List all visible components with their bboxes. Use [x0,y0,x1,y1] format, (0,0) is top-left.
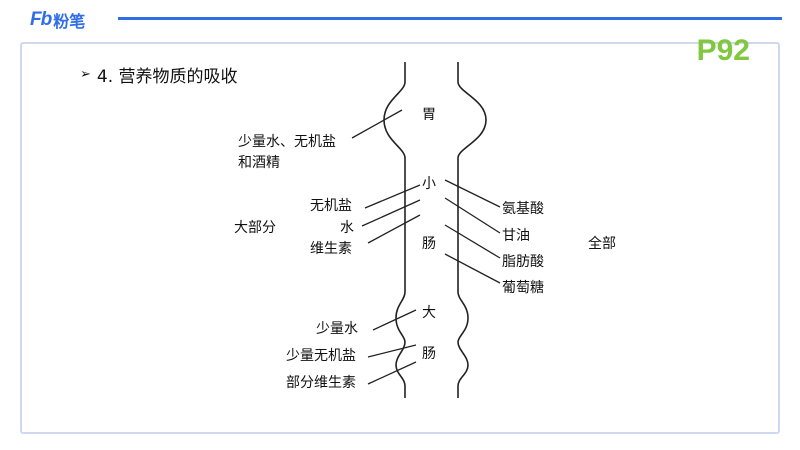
large-left-item: 少量水 [316,321,358,337]
tract-left-wall [383,62,406,398]
small-right-line-1 [444,179,501,208]
bullet-arrow-icon: ➢ [80,67,91,82]
tract-right-wall [457,62,487,398]
large-left-line-2 [367,344,417,358]
small-right-line-2 [444,197,501,234]
page-number: P92 [696,34,750,67]
stomach-pointer-line [351,109,403,139]
stomach-absorption: 少量水、无机盐 和酒精 [238,134,336,171]
organ-small-1: 小 [422,176,436,192]
organ-labels: 胃 小 肠 大 肠 [422,107,436,362]
content-frame [20,42,780,434]
small-right-item: 甘油 [502,228,530,244]
small-intestine-right: 氨基酸 甘油 脂肪酸 葡萄糖 全部 [502,200,616,296]
small-right-line-3 [444,224,501,259]
small-right-item: 氨基酸 [502,200,544,217]
small-left-line-2 [361,199,421,227]
section-heading: ➢ 4. 营养物质的吸收 [80,62,238,87]
pointer-lines [351,109,501,385]
stomach-label-line2: 和酒精 [238,155,280,171]
stomach-label-line1: 少量水、无机盐 [238,134,336,150]
organ-large-1: 大 [422,305,436,321]
small-left-group: 大部分 [234,220,276,236]
organ-small-2: 肠 [422,236,436,252]
top-rule [118,17,782,20]
brand-mark: Fb [30,9,52,30]
large-left-item: 部分维生素 [286,375,356,391]
heading-text: 4. 营养物质的吸收 [96,67,238,87]
small-intestine-left: 大部分 无机盐 水 维生素 [234,198,354,257]
small-left-line-1 [364,184,421,209]
large-left-line-3 [367,361,417,385]
small-left-line-3 [367,214,421,244]
organ-large-2: 肠 [422,346,436,362]
small-right-line-4 [444,253,501,284]
brand-name: 粉笔 [53,12,86,31]
small-right-item: 脂肪酸 [502,254,544,270]
large-intestine-left: 少量水 少量无机盐 部分维生素 [286,321,358,391]
large-left-item: 少量无机盐 [286,348,356,364]
small-right-item: 葡萄糖 [502,280,544,296]
small-right-group: 全部 [588,235,616,252]
small-left-item: 维生素 [310,241,352,257]
brand-logo: Fb 粉笔 [30,8,85,32]
organ-stomach: 胃 [422,107,436,123]
large-left-line-1 [372,309,417,331]
small-left-item: 水 [340,220,354,236]
small-left-item: 无机盐 [310,198,352,214]
